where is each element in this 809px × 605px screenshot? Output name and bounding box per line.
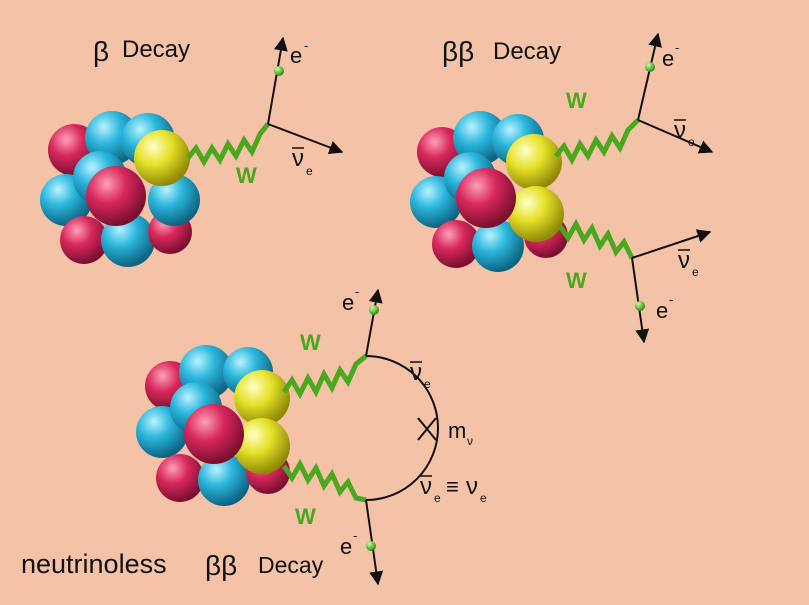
electron-line-top bbox=[637, 32, 662, 121]
double-beta-decay-panel: ββ Decay W W e - ν e ν e e - bbox=[410, 32, 714, 344]
majorana-antineutrino-subscript: e bbox=[434, 491, 441, 505]
w-boson-label-top: W bbox=[300, 330, 321, 355]
double-beta-title: Decay bbox=[493, 38, 561, 65]
w-boson-line bbox=[186, 122, 270, 168]
neutrinoless-decay-panel: W W e - e - ν e m ν ν e ≡ ν e neutrinole… bbox=[21, 284, 487, 586]
neutrinoless-title: Decay bbox=[258, 552, 324, 578]
antineutrino-subscript: e bbox=[424, 377, 431, 391]
w-boson-label: W bbox=[236, 163, 257, 188]
electron-line-bottom bbox=[631, 257, 650, 344]
w-boson-label-top: W bbox=[566, 88, 587, 113]
beta-decay-panel: β Decay W e - ν e bbox=[40, 36, 344, 267]
antineutrino-subscript-top: e bbox=[688, 135, 695, 149]
beta-greek: β bbox=[93, 36, 109, 67]
electron-label: e bbox=[290, 43, 302, 68]
w-boson-label-bottom: W bbox=[295, 504, 316, 529]
electron-line-top bbox=[365, 288, 383, 357]
electron-charge-bottom: - bbox=[353, 528, 357, 543]
antineutrino-arrow-top bbox=[637, 119, 714, 154]
antineutrino-arrow-bottom bbox=[631, 229, 712, 259]
w-boson-label-bottom: W bbox=[566, 268, 587, 293]
electron-label-bottom: e bbox=[656, 298, 668, 323]
majorana-neutrino: ν bbox=[466, 473, 478, 500]
electron-charge: - bbox=[304, 38, 308, 53]
electron-dot-top bbox=[645, 62, 655, 72]
antineutrino-label-top: ν bbox=[674, 117, 686, 144]
electron-line bbox=[267, 36, 288, 125]
electron-dot-top bbox=[369, 305, 379, 315]
nucleus-double-beta bbox=[410, 111, 568, 272]
electron-dot bbox=[274, 66, 284, 76]
neutrino-exchange-arc bbox=[365, 355, 439, 501]
w-boson-line-top bbox=[281, 354, 368, 400]
electron-charge-top: - bbox=[675, 40, 679, 55]
w-boson-line-bottom bbox=[281, 458, 367, 503]
electron-dot-bottom bbox=[635, 301, 645, 311]
electron-label-top: e bbox=[342, 290, 354, 315]
identity-operator: ≡ bbox=[446, 474, 459, 499]
w-boson-line-top bbox=[554, 118, 640, 166]
electron-charge-bottom: - bbox=[669, 292, 673, 307]
electron-charge-top: - bbox=[355, 284, 359, 299]
electron-dot-bottom bbox=[366, 541, 376, 551]
majorana-antineutrino: ν bbox=[420, 473, 432, 500]
antineutrino-label-bottom: ν bbox=[678, 247, 690, 274]
antineutrino-label: ν bbox=[292, 145, 304, 172]
nucleus-beta bbox=[40, 111, 200, 267]
electron-label-bottom: e bbox=[340, 534, 352, 559]
w-boson-line-bottom bbox=[557, 218, 635, 260]
double-beta-greek: ββ bbox=[442, 36, 474, 67]
neutrinoless-greek: ββ bbox=[205, 550, 237, 581]
electron-label-top: e bbox=[662, 46, 674, 71]
neutrino-mass-label: m bbox=[448, 418, 466, 443]
antineutrino-subscript-bottom: e bbox=[692, 265, 699, 279]
mass-insertion-cross bbox=[417, 417, 437, 441]
antineutrino-arrow bbox=[267, 123, 344, 155]
neutrino-mass-subscript: ν bbox=[467, 434, 473, 448]
neutrinoless-prefix: neutrinoless bbox=[21, 549, 167, 579]
majorana-neutrino-subscript: e bbox=[480, 491, 487, 505]
antineutrino-label: ν bbox=[410, 359, 422, 386]
nucleus-neutrinoless bbox=[136, 345, 290, 506]
antineutrino-subscript: e bbox=[306, 164, 313, 178]
beta-title: Decay bbox=[122, 36, 190, 63]
